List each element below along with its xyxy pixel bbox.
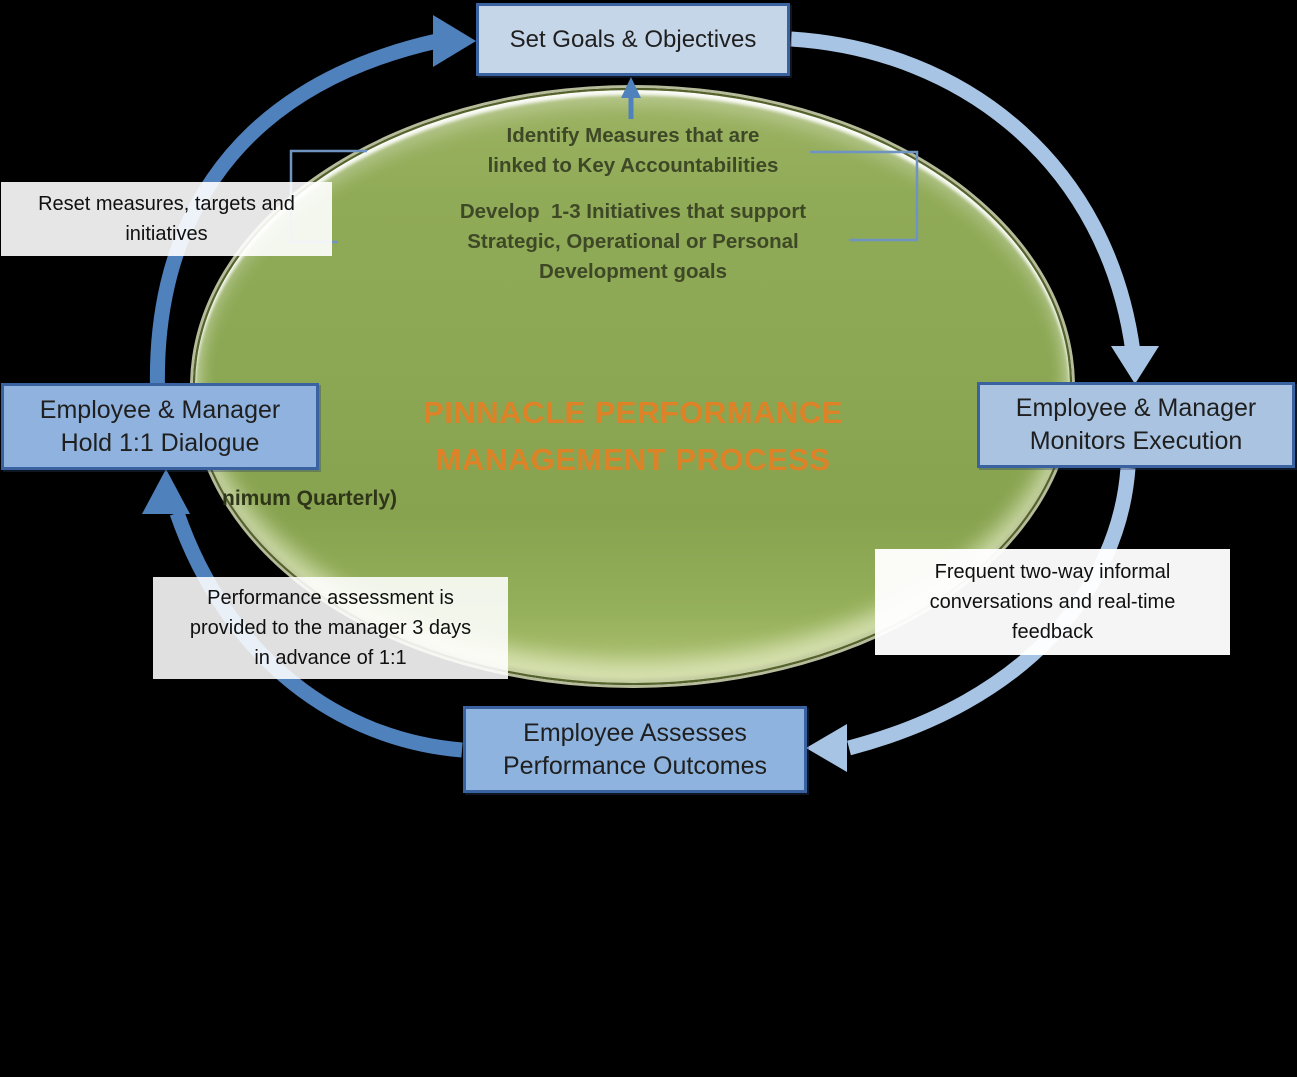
arrow-monitor-to-assess-head: [806, 724, 847, 772]
step-assesses-outcomes: Employee Assesses Performance Outcomes: [463, 706, 807, 793]
arrow-assess-to-dialogue-head: [142, 469, 190, 514]
step-set-goals: Set Goals & Objectives: [476, 3, 790, 76]
arrow-dialogue-to-goals-head: [433, 15, 476, 67]
arrow-goals-to-monitor-arc: [790, 31, 1141, 353]
step-hold-dialogue: Employee & Manager Hold 1:1 Dialogue: [1, 383, 319, 470]
diagram-title: PINNACLE PERFORMANCE MANAGEMENT PROCESS: [423, 395, 843, 477]
right-bracket: [810, 150, 919, 242]
annotation-frequent-feedback: Frequent two-way informal conversations …: [875, 549, 1230, 655]
step-monitors-execution: Employee & Manager Monitors Execution: [977, 382, 1295, 468]
arrow-goals-to-monitor-head: [1111, 346, 1159, 384]
measures-note: Identify Measures that are linked to Key…: [487, 124, 779, 177]
initiatives-note: Develop 1-3 Initiatives that support Str…: [459, 200, 807, 283]
arrow-dialogue-to-goals-arc: [149, 33, 439, 403]
arrow-ellipse-to-goals-head: [621, 77, 641, 98]
annotation-reset-measures: Reset measures, targets and initiatives: [1, 182, 332, 256]
annotation-performance-assessment: Performance assessment is provided to th…: [153, 577, 508, 679]
quarterly-note: nimum Quarterly): [222, 487, 398, 510]
arrow-assess-to-dialogue-arc: [169, 510, 463, 758]
